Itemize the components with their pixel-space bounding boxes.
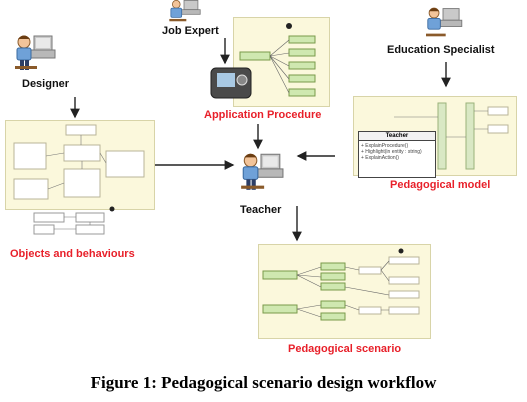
application-procedure-label: Application Procedure (204, 109, 322, 121)
figure-caption: Figure 1: Pedagogical scenario design wo… (90, 373, 437, 392)
teacher-class-box: Teacher + ExplainProcedure() + Highlight… (358, 131, 436, 178)
handheld-device-icon (210, 67, 252, 99)
job-expert-label: Job Expert (162, 25, 219, 37)
designer-label: Designer (22, 78, 70, 90)
teacher-label: Teacher (240, 204, 282, 216)
procedure-activity-graph (239, 23, 316, 97)
model-graph (394, 102, 509, 170)
behaviour-state-diagram (28, 205, 128, 237)
pedagogical-scenario-diagram (258, 244, 431, 339)
objects-class-diagram (5, 120, 155, 210)
scenario-graph (262, 248, 420, 321)
state-graph (33, 206, 115, 235)
teacher-class-method: + Highlight(in entity : string) (361, 149, 422, 155)
education-specialist-label: Education Specialist (387, 44, 495, 56)
objects-and-behaviours-label: Objects and behaviours (10, 248, 135, 260)
pedagogical-model-label: Pedagogical model (390, 179, 491, 191)
teacher-class-method: + ExplainProcedure() (361, 143, 409, 149)
pedagogical-scenario-label: Pedagogical scenario (288, 343, 402, 355)
job-expert-person-icon (169, 0, 201, 22)
designer-person-icon (15, 35, 56, 70)
class-diagram-graph (13, 124, 145, 200)
teacher-person-icon (241, 153, 284, 190)
education-specialist-person-icon (426, 7, 463, 37)
teacher-class-name: Teacher (359, 132, 435, 141)
teacher-class-method: + ExplainAction() (361, 155, 399, 161)
